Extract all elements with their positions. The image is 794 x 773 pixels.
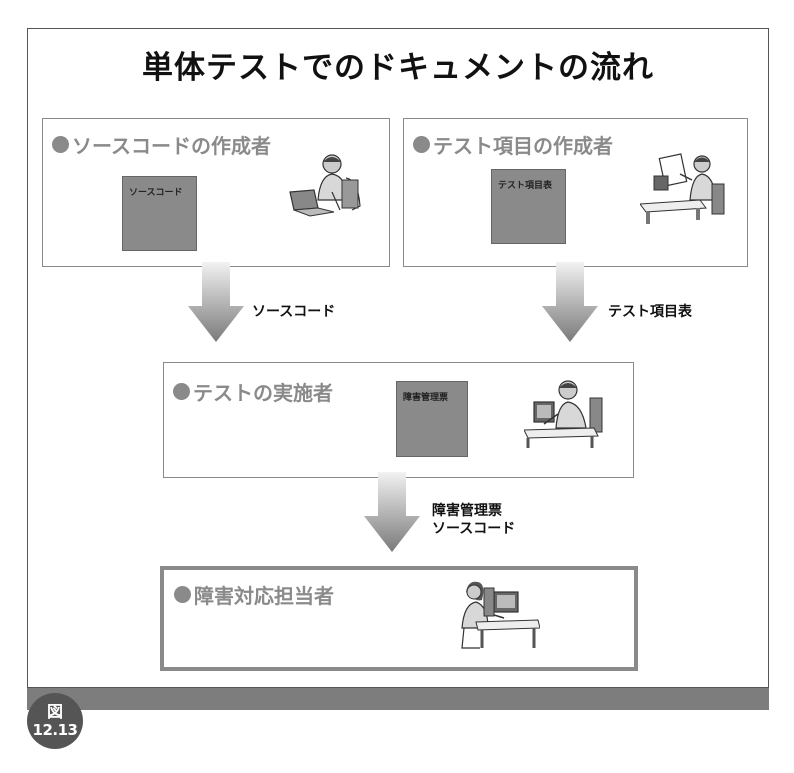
bullet-dot-icon	[173, 383, 190, 400]
bullet-dot-icon	[413, 136, 430, 153]
box-fix-owner	[160, 566, 638, 671]
person-document-desk-icon	[640, 153, 725, 224]
arrow-label-defect-report: 障害管理票 ソースコード	[432, 503, 516, 537]
bullet-dot-icon	[174, 586, 191, 603]
box-source-author-title: ソースコードの作成者	[52, 130, 271, 159]
arrow-label-source-code: ソースコード	[252, 304, 336, 320]
person-laptop-icon	[289, 154, 361, 217]
arrow-source-code	[188, 262, 244, 342]
arrow-test-items	[542, 262, 598, 342]
person-computer-icon	[524, 380, 603, 448]
arrow-defect-report	[364, 472, 420, 552]
box-tester-title: テストの実施者	[173, 377, 333, 406]
box-fix-owner-title: 障害対応担当者	[174, 580, 334, 609]
diagram-title: 単体テストでのドキュメントの流れ	[142, 50, 654, 86]
figure-number-badge: 図 12.13	[27, 693, 83, 749]
doc-source-code: ソースコード	[122, 176, 197, 251]
doc-test-items: テスト項目表	[491, 169, 566, 244]
woman-computer-icon	[461, 581, 540, 649]
doc-defect-report: 障害管理票	[396, 381, 468, 457]
footer-bar	[27, 688, 769, 710]
arrow-label-test-items: テスト項目表	[608, 304, 692, 320]
box-test-item-author-title: テスト項目の作成者	[413, 130, 613, 159]
bullet-dot-icon	[52, 136, 69, 153]
